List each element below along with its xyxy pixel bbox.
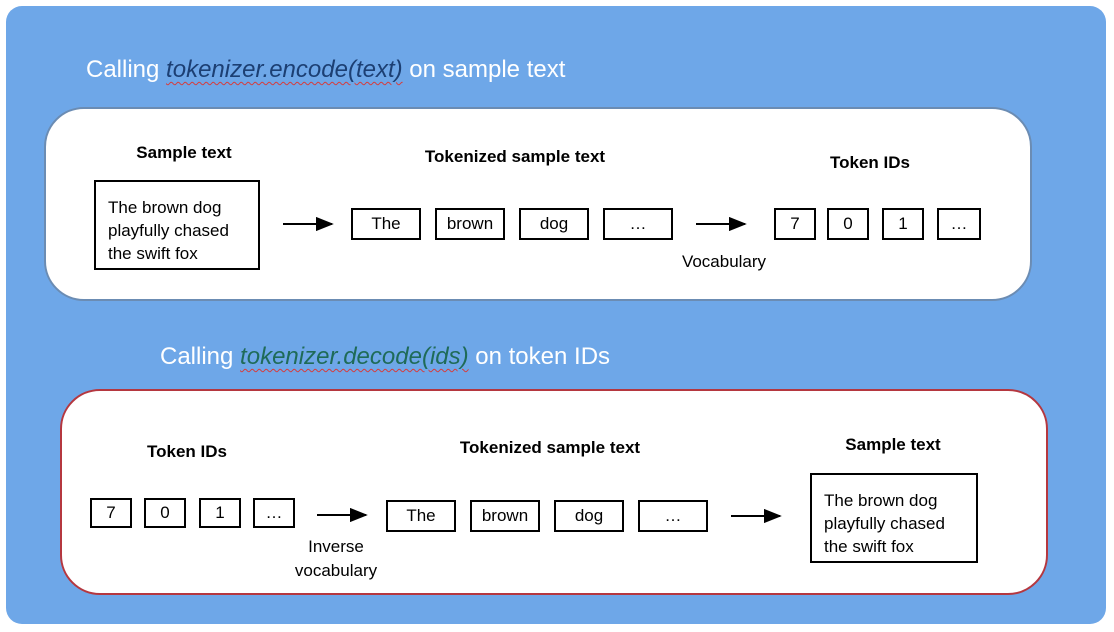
encode-token-box: The bbox=[351, 208, 421, 240]
inverse-caption-line: Inverse bbox=[308, 537, 364, 556]
decode-heading-suffix: on token IDs bbox=[468, 343, 611, 370]
encode-sample-textbox: The brown dog playfully chased the swift… bbox=[94, 180, 260, 270]
encode-id-box: … bbox=[937, 208, 981, 240]
decode-id-box: 7 bbox=[90, 498, 132, 528]
encode-token-box: … bbox=[603, 208, 673, 240]
decode-sample-label: Sample text bbox=[845, 435, 941, 454]
encode-tokens-label: Tokenized sample text bbox=[424, 147, 606, 166]
encode-heading-suffix: on sample text bbox=[402, 56, 566, 83]
decode-id-box: 1 bbox=[199, 498, 241, 528]
encode-id-box: 7 bbox=[774, 208, 816, 240]
encode-arrow-1 bbox=[283, 217, 334, 231]
decode-sample-line: The brown dog bbox=[824, 491, 938, 510]
encode-heading: Calling tokenizer.encode(text) on sample… bbox=[86, 56, 565, 84]
decode-arrow-2 bbox=[731, 509, 782, 523]
decode-ids-label: Token IDs bbox=[147, 442, 227, 461]
encode-sample-line: playfully chased bbox=[108, 221, 229, 240]
encode-heading-prefix: Calling bbox=[86, 56, 167, 83]
decode-sample-line: playfully chased bbox=[824, 514, 945, 533]
decode-id-box: … bbox=[253, 498, 295, 528]
decode-sample-line: the swift fox bbox=[824, 537, 914, 556]
decode-token-box: dog bbox=[554, 500, 624, 532]
decode-code: tokenizer.decode(ids) bbox=[240, 343, 469, 370]
vocabulary-caption-text: Vocabulary bbox=[681, 252, 767, 271]
decode-tokens-label: Tokenized sample text bbox=[459, 438, 641, 457]
decode-sample-textbox: The brown dog playfully chased the swift… bbox=[810, 473, 978, 563]
encode-code: tokenizer.encode(text) bbox=[166, 56, 403, 83]
decode-token-box: … bbox=[638, 500, 708, 532]
decode-token-box: The bbox=[386, 500, 456, 532]
encode-ids-label: Token IDs bbox=[830, 153, 910, 172]
vocabulary-caption: Vocabulary bbox=[682, 250, 766, 274]
encode-id-box: 1 bbox=[882, 208, 924, 240]
decode-arrow-1 bbox=[317, 508, 368, 522]
decode-token-box: brown bbox=[470, 500, 540, 532]
encode-sample-line: The brown dog bbox=[108, 198, 222, 217]
encode-sample-line: the swift fox bbox=[108, 244, 198, 263]
encode-arrow-2 bbox=[696, 217, 747, 231]
encode-id-box: 0 bbox=[827, 208, 869, 240]
encode-token-box: dog bbox=[519, 208, 589, 240]
encode-sample-label: Sample text bbox=[136, 143, 232, 162]
inverse-caption-line: vocabulary bbox=[294, 561, 378, 580]
encode-token-box: brown bbox=[435, 208, 505, 240]
decode-id-box: 0 bbox=[144, 498, 186, 528]
decode-heading: Calling tokenizer.decode(ids) on token I… bbox=[160, 343, 610, 371]
decode-heading-prefix: Calling bbox=[160, 343, 241, 370]
inverse-vocabulary-caption: Inverse vocabulary bbox=[295, 535, 377, 583]
